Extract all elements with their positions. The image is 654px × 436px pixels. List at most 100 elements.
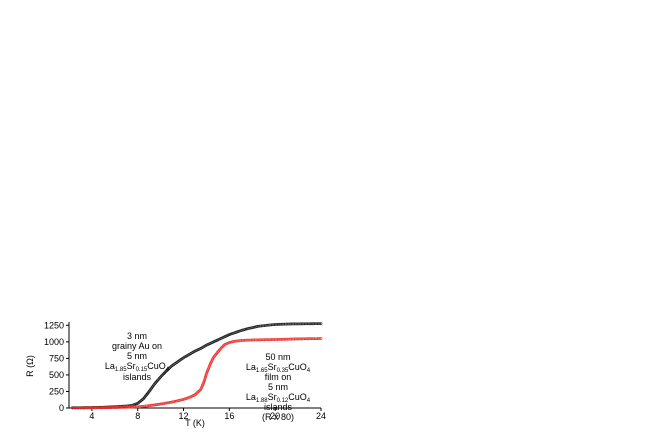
data-point — [89, 406, 92, 410]
data-point — [293, 322, 297, 326]
data-point — [253, 338, 257, 342]
data-point — [100, 406, 104, 410]
data-point — [293, 337, 297, 341]
data-point — [120, 405, 124, 409]
data-point — [111, 406, 115, 409]
data-point — [150, 403, 154, 407]
data-point — [273, 323, 277, 326]
data-point — [280, 337, 284, 341]
data-point — [164, 401, 168, 405]
data-point — [152, 403, 156, 407]
data-point — [117, 405, 121, 409]
data-point — [276, 338, 280, 341]
data-point — [311, 322, 314, 326]
data-point — [282, 337, 286, 341]
data-point — [295, 337, 299, 341]
data-point — [312, 337, 316, 341]
data-point — [166, 401, 170, 405]
data-point — [144, 404, 148, 408]
data-point — [155, 403, 159, 406]
data-point — [269, 323, 273, 327]
data-point — [242, 338, 246, 342]
data-point — [106, 406, 110, 409]
data-point — [258, 324, 261, 328]
data-point — [157, 402, 161, 406]
data-point — [72, 406, 76, 410]
data-point — [74, 406, 78, 410]
data-point — [99, 406, 102, 410]
y-axis-label: R (Ω) — [25, 355, 35, 377]
data-point — [319, 322, 323, 326]
data-point — [136, 405, 140, 409]
data-point — [94, 406, 98, 410]
data-point — [290, 337, 294, 341]
data-point — [130, 405, 134, 409]
data-point — [139, 405, 142, 408]
data-point — [265, 323, 268, 327]
data-point — [306, 337, 310, 341]
data-point — [260, 324, 264, 328]
data-point — [280, 322, 284, 326]
data-point — [283, 322, 287, 326]
data-point — [272, 323, 276, 327]
data-point — [273, 338, 277, 341]
data-point — [104, 406, 108, 410]
data-point — [311, 337, 314, 341]
y-tick-label: 1250 — [44, 320, 64, 330]
data-point — [165, 401, 169, 405]
data-point — [319, 337, 323, 340]
y-tick-label: 0 — [59, 403, 64, 413]
data-point — [282, 322, 286, 326]
data-point — [252, 338, 256, 342]
data-point — [315, 322, 319, 326]
data-point — [101, 406, 105, 410]
data-point — [81, 406, 85, 410]
data-point — [300, 337, 304, 341]
data-point — [161, 402, 165, 405]
data-point — [249, 338, 253, 342]
data-point — [318, 337, 321, 340]
annotation-film: 50 nm La1.65Sr0.35CuO4 film on 5 nm La1.… — [246, 352, 311, 422]
data-point — [275, 338, 279, 341]
data-point — [114, 406, 118, 409]
data-point — [107, 406, 111, 409]
data-point — [262, 324, 266, 328]
data-point — [286, 337, 290, 341]
annotation-gold-layer: 3 nm grainy Au on 5 nm La1.85Sr0.15CuO4 … — [105, 331, 170, 382]
data-point — [292, 337, 296, 341]
data-point — [260, 338, 264, 342]
y-tick-label: 750 — [49, 353, 64, 363]
data-point — [270, 338, 274, 341]
data-point — [256, 338, 260, 342]
annotation-film-line-3: film on — [265, 372, 292, 382]
data-point — [255, 325, 259, 328]
data-point — [312, 322, 316, 326]
data-point — [124, 405, 128, 409]
data-point — [316, 322, 320, 326]
data-point — [302, 337, 306, 341]
data-point — [163, 401, 166, 405]
data-point — [129, 405, 132, 409]
data-point — [315, 337, 319, 340]
data-point — [295, 322, 299, 326]
data-point — [309, 322, 313, 326]
annotation-film-line-6: islands — [264, 402, 293, 412]
x-tick-label: 24 — [316, 411, 326, 421]
data-point — [122, 405, 125, 409]
data-point — [288, 337, 291, 341]
data-point — [169, 400, 173, 404]
data-point — [288, 322, 291, 326]
data-point — [246, 338, 250, 342]
data-point — [243, 338, 247, 342]
x-tick-label: 20 — [270, 411, 280, 421]
data-point — [146, 404, 150, 408]
x-tick-label: 16 — [224, 411, 234, 421]
data-point — [159, 402, 163, 406]
annotation-film-line-4: 5 nm — [268, 382, 288, 392]
y-tick-label: 500 — [49, 370, 64, 380]
data-point — [255, 338, 258, 342]
data-point — [292, 322, 296, 326]
data-point — [110, 406, 114, 409]
data-point — [308, 322, 311, 326]
